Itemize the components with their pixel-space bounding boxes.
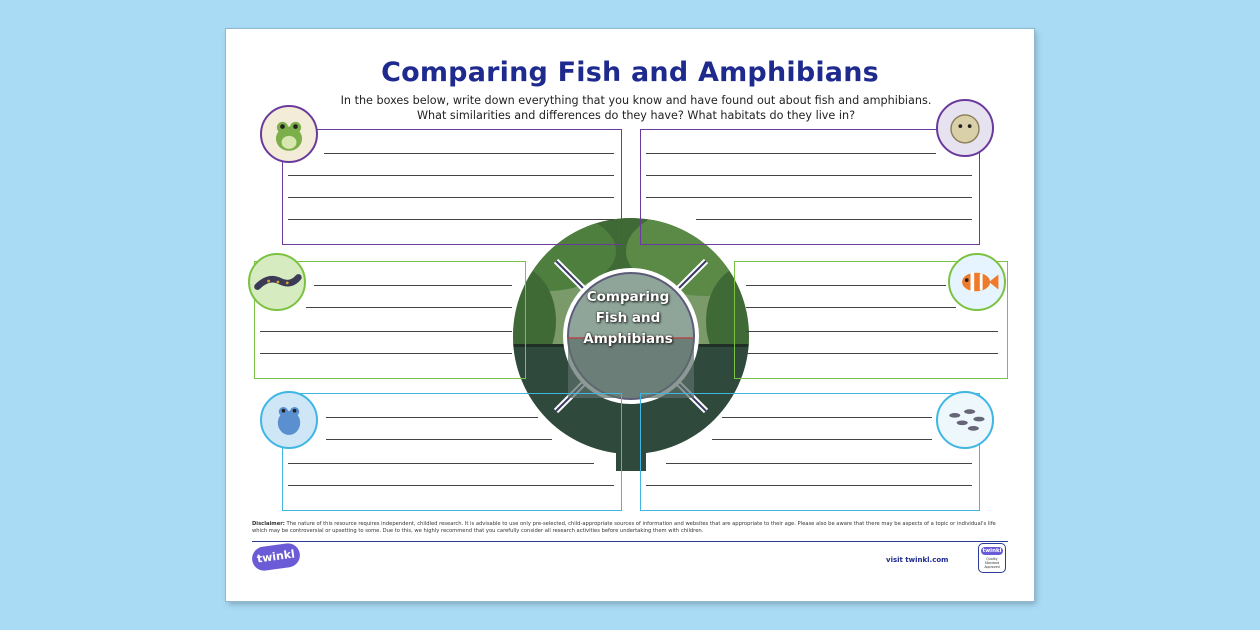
pond-illustration	[513, 218, 749, 471]
frog-icon	[260, 105, 318, 163]
writing-box-top-right[interactable]	[640, 129, 980, 245]
writing-line	[260, 353, 512, 354]
instructions-line-2: What similarities and differences do the…	[416, 109, 856, 122]
footer-divider	[252, 541, 1008, 542]
writing-line	[746, 285, 946, 286]
writing-line	[260, 331, 512, 332]
writing-line	[746, 331, 998, 332]
badge-subtitle: Quality Standard Approved	[984, 557, 1000, 569]
visit-link[interactable]: visit twinkl.com	[886, 556, 949, 564]
writing-line	[722, 417, 932, 418]
disclaimer: Disclaimer: The nature of this resource …	[252, 521, 1008, 535]
writing-line	[326, 417, 538, 418]
center-title-line-3: Amphibians	[583, 331, 673, 347]
writing-line	[326, 439, 552, 440]
writing-line	[288, 485, 614, 486]
page-title: Comparing Fish and Amphibians	[381, 57, 879, 88]
writing-line	[288, 219, 614, 220]
blue-frog-icon	[260, 391, 318, 449]
writing-line	[646, 485, 972, 486]
writing-line	[712, 439, 932, 440]
newt-icon	[248, 253, 306, 311]
writing-line	[746, 307, 956, 308]
writing-line	[306, 307, 512, 308]
writing-line	[746, 353, 998, 354]
writing-box-middle-right[interactable]	[734, 261, 1008, 379]
writing-line	[646, 153, 936, 154]
writing-line	[646, 175, 972, 176]
writing-line	[314, 285, 512, 286]
center-title-line-2: Fish and	[595, 310, 661, 326]
writing-line	[324, 153, 614, 154]
badge-title: twinkl	[981, 547, 1003, 555]
clownfish-icon	[948, 253, 1006, 311]
quality-badge: twinkl Quality Standard Approved	[978, 543, 1006, 573]
writing-box-bottom-right[interactable]	[640, 393, 980, 511]
twinkl-logo[interactable]: twinkl	[250, 541, 302, 573]
disclaimer-label: Disclaimer:	[252, 521, 285, 527]
writing-box-top-left[interactable]	[282, 129, 622, 245]
center-title: Comparing Fish and Amphibians	[568, 287, 688, 350]
writing-line	[696, 219, 972, 220]
instructions-line-1: In the boxes below, write down everythin…	[340, 94, 932, 107]
center-title-line-1: Comparing	[586, 289, 670, 305]
writing-box-bottom-left[interactable]	[282, 393, 622, 511]
pufferfish-icon	[936, 99, 994, 157]
writing-line	[666, 463, 972, 464]
disclaimer-text: The nature of this resource requires ind…	[252, 521, 996, 534]
fish-school-icon	[936, 391, 994, 449]
writing-box-middle-left[interactable]	[254, 261, 526, 379]
writing-line	[288, 197, 614, 198]
writing-line	[288, 463, 594, 464]
writing-line	[288, 175, 614, 176]
writing-line	[646, 197, 972, 198]
instructions: In the boxes below, write down everythin…	[306, 93, 966, 123]
worksheet: Comparing Fish and Amphibians In the box…	[226, 29, 1034, 601]
